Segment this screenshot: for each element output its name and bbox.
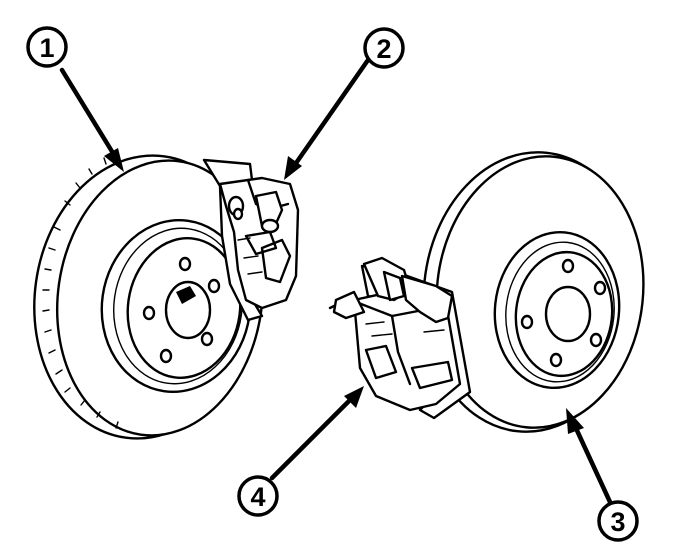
- front-brake-rotor: [33, 154, 265, 440]
- callout-4: 4: [237, 475, 279, 517]
- rotor-vent-marks: [42, 157, 119, 429]
- callout-arrow-3: [566, 408, 613, 505]
- callout-arrow-2: [284, 57, 371, 180]
- callout-2-label: 2: [376, 34, 391, 64]
- rear-brake-rotor: [422, 151, 645, 433]
- callout-arrow-1: [59, 67, 124, 172]
- callout-3-label: 3: [610, 507, 625, 537]
- callout-4-label: 4: [250, 482, 265, 512]
- rear-brake-caliper: [328, 256, 472, 420]
- callout-2: 2: [363, 27, 405, 69]
- callout-1: 1: [26, 26, 68, 68]
- callout-arrow-4: [269, 386, 364, 481]
- front-brake-caliper: [202, 158, 300, 322]
- callout-3: 3: [597, 500, 639, 542]
- callout-1-label: 1: [39, 33, 54, 63]
